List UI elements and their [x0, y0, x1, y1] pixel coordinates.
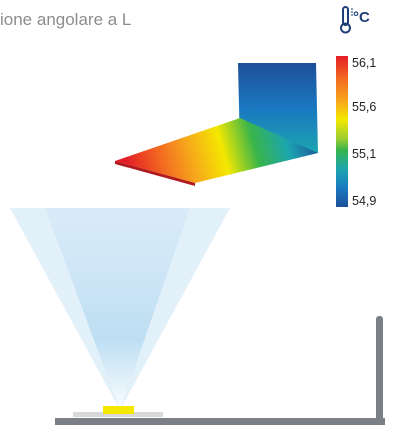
led-base-plate: [73, 412, 163, 417]
led-lighting-scene: [10, 208, 385, 425]
thermal-model-l-profile: [115, 63, 318, 186]
l-profile-horizontal: [55, 418, 385, 425]
page-title: ione angolare a L: [0, 10, 132, 29]
l-profile-floor-face: [115, 118, 318, 183]
light-beam-inner: [45, 208, 190, 410]
l-profile-vertical: [376, 316, 383, 425]
scale-tick-upper: 55,6: [352, 100, 377, 114]
scale-tick-lower: 55,1: [352, 147, 377, 161]
led-emitter: [103, 406, 134, 414]
temperature-color-scale: [336, 56, 348, 207]
scale-tick-max: 56,1: [352, 56, 377, 70]
unit-label: °C: [353, 9, 370, 26]
thermometer-icon: [340, 6, 353, 34]
scale-tick-min: 54,9: [352, 194, 377, 208]
